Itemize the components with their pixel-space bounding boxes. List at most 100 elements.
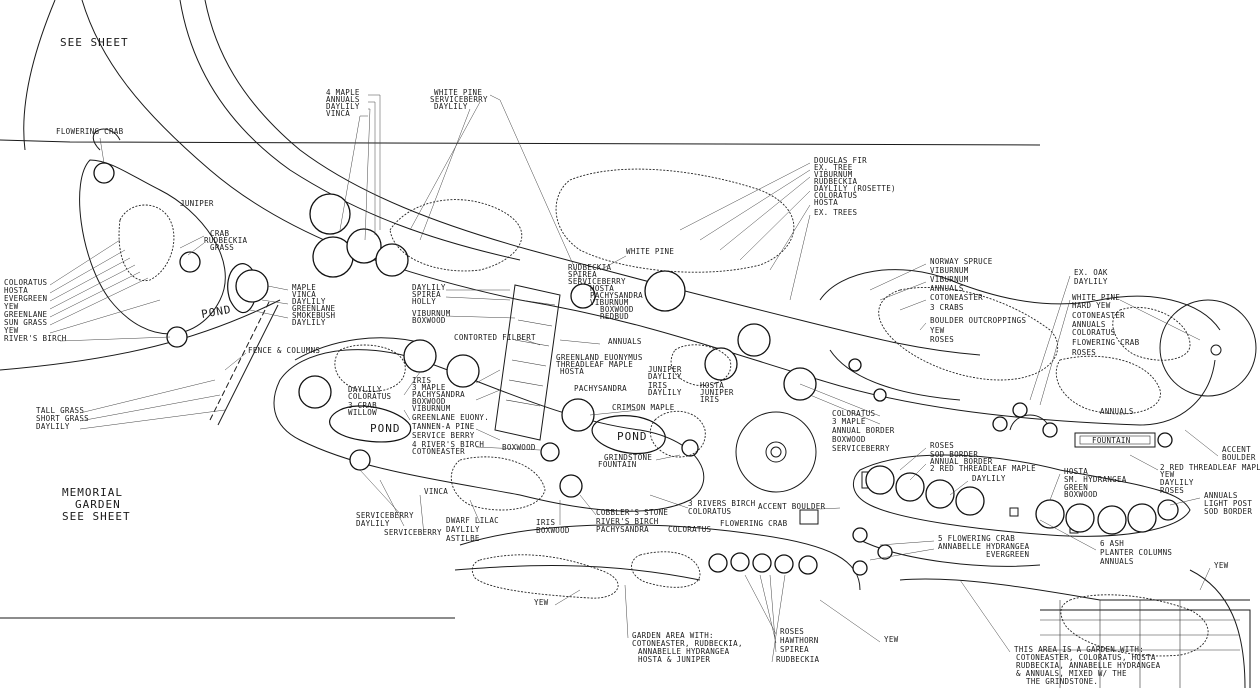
sod-border-0: ROSES [930, 441, 954, 450]
rudbeckia-list-4: PACHYSANDRA [590, 291, 643, 300]
pond-label-south: POND [370, 422, 401, 435]
pond-label-west: POND [200, 303, 232, 321]
accent-boulder-e-1: BOULDER [1222, 453, 1256, 462]
garden-note-0: THIS AREA IS A GARDEN WITH: [1014, 645, 1144, 654]
roses-list-2: SPIREA [780, 645, 809, 654]
sod-border-2: ANNUAL BORDER [930, 457, 993, 466]
iris-list-4: VIBURNUM [412, 404, 451, 413]
west-list-6: YEW [4, 326, 19, 335]
white-pine-top-0: WHITE PINE [434, 88, 482, 97]
iris-south-label: IRIS [536, 518, 555, 527]
threadleaf-east-label: 2 RED THREADLEAF MAPLE [1160, 463, 1260, 472]
norway-spruce-6: BOULDER OUTCROPPINGS [930, 316, 1026, 325]
coloratus-maple-2: ANNUAL BORDER [832, 426, 895, 435]
hosta-juniper-0: HOSTA [700, 381, 724, 390]
juniper-label: JUNIPER [180, 199, 214, 208]
roses-list-1: HAWTHORN [780, 636, 819, 645]
iris-list-2: PACHYSANDRA [412, 390, 465, 399]
cobbler-1: RIVER'S BIRCH [596, 517, 659, 526]
yew-s-label: YEW [884, 635, 899, 644]
flowering-crab-se-1: ANNABELLE HYDRANGEA [938, 542, 1030, 551]
rudbeckia-list-0: RUDBECKIA [568, 263, 612, 272]
memorial-garden-line3: SEE SHEET [62, 510, 131, 523]
crab-label: CRAB [210, 229, 229, 238]
yew-daylily-roses-1: DAYLILY [1160, 478, 1194, 487]
daylily-colonnade-3: WILLOW [348, 408, 377, 417]
see-sheet-top: SEE SHEET [60, 36, 129, 49]
flowering-crab-nw-label: FLOWERING CRAB [56, 127, 124, 136]
ash-0: 6 ASH [1100, 539, 1124, 548]
annuals-light-2: SOD BORDER [1204, 507, 1252, 516]
white-pine-east-6: ROSES [1072, 348, 1096, 357]
norway-spruce-2: VIBURNUM [930, 275, 969, 284]
boxwood-south-label: BOXWOOD [536, 526, 570, 535]
rudbeckia-list-1: SPIREA [568, 270, 597, 279]
maple-group-2: DAYLILY [292, 297, 326, 306]
white-pine-top-2: DAYLILY [434, 102, 468, 111]
yew-daylily-roses-2: ROSES [1160, 486, 1184, 495]
yew-sw-label: YEW [534, 598, 549, 607]
daylily-colonnade-1: COLORATUS [348, 392, 392, 401]
maple-group-4: SMOKEBUSH [292, 311, 336, 320]
garden-area-2: ANNABELLE HYDRANGEA [638, 647, 730, 656]
white-pine-east-3: ANNUALS [1072, 320, 1106, 329]
yew-e-label: YEW [1214, 561, 1229, 570]
grass-list-2: DAYLILY [36, 422, 70, 431]
memorial-garden-line2: GARDEN [75, 498, 121, 511]
ash-1: PLANTER COLUMNS [1100, 548, 1172, 557]
pachysandra-label: PACHYSANDRA [574, 384, 627, 393]
dwarf-lilac-0: DWARF LILAC [446, 516, 499, 525]
west-list-1: HOSTA [4, 286, 28, 295]
garden-area-3: HOSTA & JUNIPER [638, 655, 710, 664]
contorted-filbert-label: CONTORTED FILBERT [454, 333, 536, 342]
boxwood-center-label: BOXWOOD [502, 443, 536, 452]
ex-oak-0: EX. OAK [1074, 268, 1108, 277]
norway-spruce-5: 3 CRABS [930, 303, 964, 312]
west-list-4: GREENLANE [4, 310, 48, 319]
vinca-label: VINCA [424, 487, 448, 496]
juniper-list-2: IRIS [648, 381, 667, 390]
grass-list-0: TALL GRASS [36, 406, 84, 415]
rudbeckia-list-3: HOSTA [590, 284, 614, 293]
flowering-crab-s-label: FLOWERING CRAB [720, 519, 788, 528]
dwarf-lilac-1: DAYLILY [446, 525, 480, 534]
douglas-fir-5: COLORATUS [814, 191, 858, 200]
west-list-5: SUN GRASS [4, 318, 48, 327]
norway-spruce-7: YEW [930, 326, 945, 335]
serviceberry-s-1: DAYLILY [356, 519, 390, 528]
maple-group-0: MAPLE [292, 283, 316, 292]
grass-list-1: SHORT GRASS [36, 414, 89, 423]
coloratus-maple-1: 3 MAPLE [832, 417, 866, 426]
flowering-crab-se-0: 5 FLOWERING CRAB [938, 534, 1015, 543]
douglas-fir-3: RUDBECKIA [814, 177, 858, 186]
coloratus-maple-4: SERVICEBERRY [832, 444, 890, 453]
hosta-east-2: GREEN [1064, 483, 1088, 492]
memorial-garden-line1: MEMORIAL [62, 486, 123, 499]
roses-list-0: ROSES [780, 627, 804, 636]
top-maple-0: 4 MAPLE [326, 88, 360, 97]
rudbeckia-list-2: SERVICEBERRY [568, 277, 626, 286]
serviceberry-s2-label: SERVICEBERRY [384, 528, 442, 537]
iris-list-5: GREENLANE EUONY. [412, 413, 489, 422]
crimson-maple-label: CRIMSON MAPLE [612, 403, 675, 412]
douglas-fir-2: VIBURNUM [814, 170, 853, 179]
annuals-light-1: LIGHT POST [1204, 499, 1252, 508]
leader-lines [49, 94, 1219, 663]
garden-note-4: THE GRINDSTONE. [1026, 677, 1098, 686]
yew-daylily-roses-0: YEW [1160, 470, 1175, 479]
iris-list-8: 4 RIVER'S BIRCH [412, 440, 484, 449]
daylily-spirea-2: HOLLY [412, 297, 436, 306]
hosta-east-3: BOXWOOD [1064, 490, 1098, 499]
white-pine-mid-label: WHITE PINE [626, 247, 674, 256]
roses-list-3: RUDBECKIA [776, 655, 820, 664]
iris-list-1: 3 MAPLE [412, 383, 446, 392]
annuals-light-0: ANNUALS [1204, 491, 1238, 500]
douglas-fir-1: EX. TREE [814, 163, 853, 172]
evergreen-se-label: EVERGREEN [986, 550, 1029, 559]
garden-area-0: GARDEN AREA WITH: [632, 631, 714, 640]
greenland-0: GREENLAND EUONYMUS [556, 353, 643, 362]
grindstone-0: GRINDSTONE [604, 453, 652, 462]
iris-list-0: IRIS [412, 376, 431, 385]
hosta-juniper-1: JUNIPER [700, 388, 734, 397]
cobbler-0: COBBLER'S STONE [596, 508, 668, 517]
